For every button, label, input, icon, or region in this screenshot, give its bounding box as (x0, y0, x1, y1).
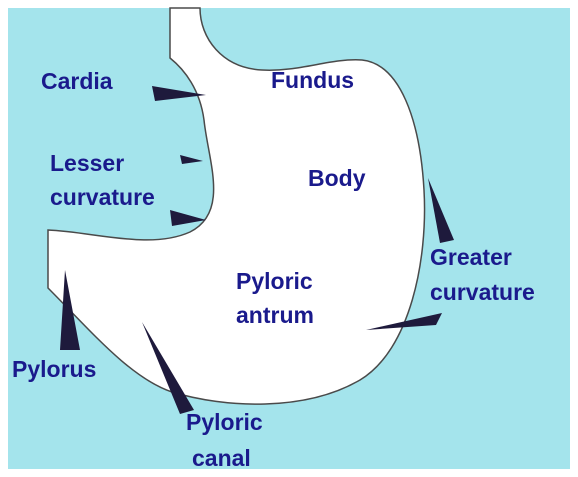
label-cardia: Cardia (41, 68, 113, 94)
label-lesser-curvature-line2: curvature (50, 184, 155, 210)
label-pyloric-canal-line1: Pyloric (186, 409, 263, 435)
label-fundus: Fundus (271, 67, 354, 93)
label-pyloric-antrum-line2: antrum (236, 302, 314, 328)
label-pylorus: Pylorus (12, 356, 96, 382)
label-greater-curvature-line1: Greater (430, 244, 512, 270)
label-pyloric-canal-line2: canal (192, 445, 251, 471)
label-body: Body (308, 165, 366, 191)
label-greater-curvature-line2: curvature (430, 279, 535, 305)
label-lesser-curvature-line1: Lesser (50, 150, 124, 176)
label-pyloric-antrum-line1: Pyloric (236, 268, 313, 294)
